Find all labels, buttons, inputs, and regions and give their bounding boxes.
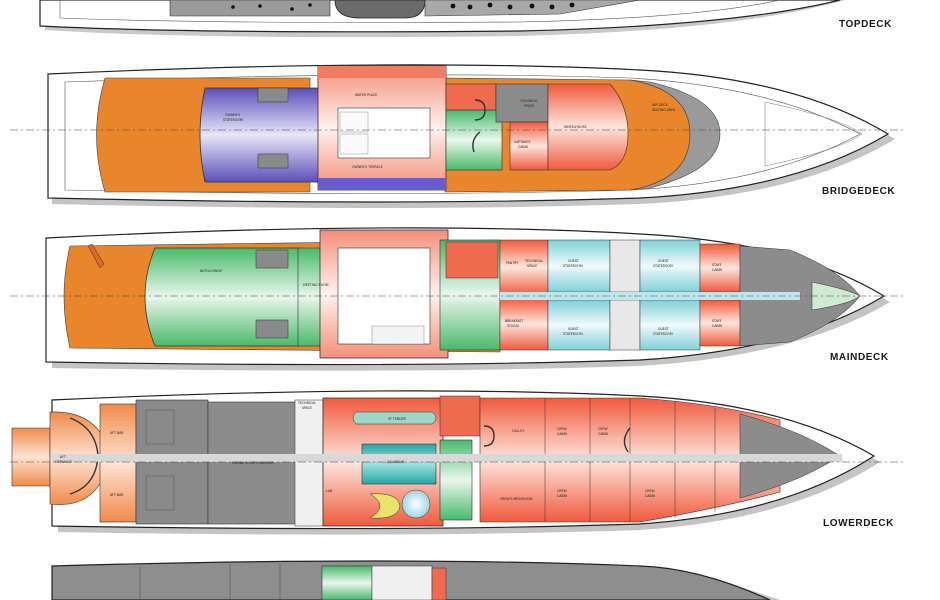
svg-text:CABIN: CABIN [645, 494, 656, 498]
svg-text:CABIN: CABIN [557, 432, 568, 436]
svg-text:STAFF: STAFF [712, 263, 722, 267]
svg-text:OWNER'S TERRACE: OWNER'S TERRACE [352, 165, 383, 169]
topdeck-hull [39, 0, 845, 38]
svg-text:PANTRY: PANTRY [506, 261, 518, 265]
svg-text:WATER PLACE: WATER PLACE [355, 93, 377, 97]
svg-text:SEATING AREA: SEATING AREA [652, 108, 676, 112]
svg-text:ENGINE ROOM CORRIDOR: ENGINE ROOM CORRIDOR [232, 461, 274, 465]
svg-text:STAFF: STAFF [712, 319, 722, 323]
svg-text:SPACE: SPACE [527, 264, 537, 268]
svg-text:TECHNICAL: TECHNICAL [524, 259, 543, 263]
svg-text:CREW: CREW [645, 489, 655, 493]
bridgedeck-label: BRIDGEDECK [822, 186, 896, 197]
svg-text:BREAKFAST: BREAKFAST [505, 319, 523, 323]
svg-text:CREW'S MESSROOM: CREW'S MESSROOM [500, 497, 533, 501]
svg-text:CAPTAIN'S: CAPTAIN'S [514, 140, 530, 144]
svg-text:STATEROOM: STATEROOM [653, 264, 673, 268]
svg-text:CREW: CREW [598, 427, 608, 431]
svg-text:CREW: CREW [557, 489, 567, 493]
svg-text:AFT BAR: AFT BAR [110, 431, 124, 435]
svg-text:SPACE: SPACE [524, 104, 534, 108]
lowerdeck-label: LOWERDECK [823, 518, 894, 529]
svg-text:MEETING ROOM: MEETING ROOM [303, 283, 329, 287]
svg-text:GUEST: GUEST [568, 259, 579, 263]
svg-text:TECHNICAL: TECHNICAL [297, 401, 316, 405]
svg-text:STATEROOM: STATEROOM [563, 264, 583, 268]
svg-text:OWNER'S: OWNER'S [225, 113, 240, 117]
svg-text:GALLEY: GALLEY [512, 429, 524, 433]
svg-text:SPACE: SPACE [302, 406, 312, 410]
topdeck-label: TOPDECK [839, 19, 892, 30]
svg-text:CABIN: CABIN [557, 494, 568, 498]
svg-text:GUEST: GUEST [658, 259, 669, 263]
svg-text:STATEROOM: STATEROOM [653, 332, 673, 336]
svg-text:TECHNICAL: TECHNICAL [519, 99, 538, 103]
svg-text:GUEST: GUEST [568, 327, 579, 331]
maindeck-label: MAINDECK [830, 352, 889, 363]
svg-text:GUEST: GUEST [658, 327, 669, 331]
svg-text:CABIN: CABIN [518, 145, 529, 149]
svg-text:BATHLOUNGE: BATHLOUNGE [200, 269, 222, 273]
svg-text:LAB: LAB [326, 489, 332, 493]
svg-text:CREW: CREW [557, 427, 567, 431]
svg-text:STATEROOM: STATEROOM [223, 118, 243, 122]
tankdeck-hull [51, 560, 780, 600]
svg-text:STUDIO: STUDIO [507, 324, 520, 328]
svg-text:AFT: AFT [60, 455, 66, 459]
svg-text:SKY DECK: SKY DECK [652, 103, 669, 107]
svg-text:WHEELHOUSE: WHEELHOUSE [564, 125, 587, 129]
svg-text:CABIN: CABIN [598, 432, 609, 436]
svg-text:AFT BAR: AFT BAR [110, 493, 124, 497]
svg-text:CABIN: CABIN [712, 324, 723, 328]
svg-text:CABIN: CABIN [712, 268, 723, 272]
svg-text:SF TENDER: SF TENDER [388, 417, 407, 421]
svg-text:STATEROOM: STATEROOM [563, 332, 583, 336]
